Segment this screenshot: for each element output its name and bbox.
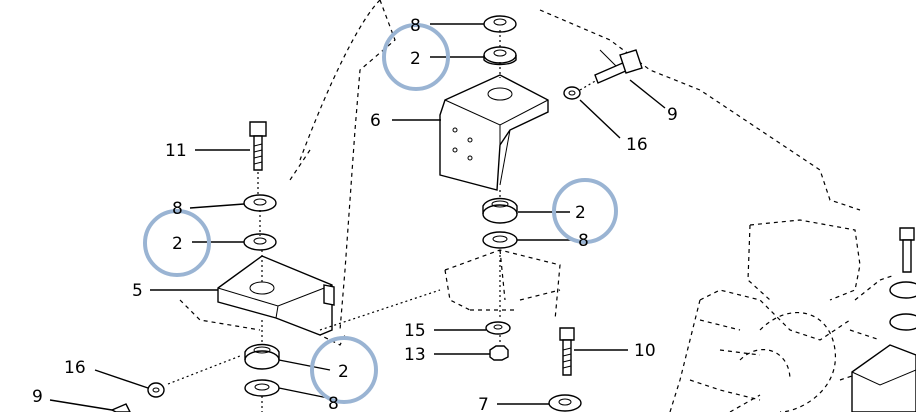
left-mount-2 xyxy=(243,233,277,251)
bolt-10 xyxy=(559,327,575,376)
callout-8: 8 xyxy=(578,231,589,251)
upper-mount-2 xyxy=(483,46,517,66)
callout-8: 8 xyxy=(410,16,421,36)
nut-13 xyxy=(489,345,509,361)
left-mount-lower-2 xyxy=(244,343,280,370)
bracket-5 xyxy=(217,255,335,336)
bracket-6 xyxy=(439,74,549,191)
bolt-9-left xyxy=(110,403,132,413)
callout-7: 7 xyxy=(478,395,489,412)
callout-10: 10 xyxy=(634,341,656,361)
callout-2: 2 xyxy=(575,203,586,223)
callout-9: 9 xyxy=(667,105,678,125)
lockwasher-16-left xyxy=(147,382,165,398)
upper-washer-8 xyxy=(483,15,517,33)
callout-9: 9 xyxy=(32,387,43,407)
callout-2: 2 xyxy=(172,234,183,254)
callout-2: 2 xyxy=(338,362,349,382)
highlight-circles xyxy=(143,23,618,404)
callout-13: 13 xyxy=(404,345,426,365)
callout-5: 5 xyxy=(132,281,143,301)
center-washer-8 xyxy=(482,231,518,249)
highlight-circle xyxy=(382,23,450,91)
lockwasher-16-right xyxy=(563,86,581,100)
washer-7 xyxy=(548,394,582,412)
center-lines xyxy=(167,30,598,412)
leader-lines xyxy=(49,23,666,411)
washer-15 xyxy=(485,321,511,335)
highlight-circle xyxy=(143,209,211,277)
highlight-circle xyxy=(552,178,618,244)
callout-labels: 8 2 6 16 9 11 8 2 5 2 8 15 13 10 16 9 2 … xyxy=(32,16,678,415)
bolt-9-right xyxy=(594,49,643,84)
right-edge-parts xyxy=(851,227,916,413)
left-washer-8 xyxy=(243,194,277,212)
highlight-circle xyxy=(310,336,378,404)
left-washer-lower-8 xyxy=(244,379,280,397)
callout-6: 6 xyxy=(370,111,381,131)
callout-8: 8 xyxy=(328,394,339,412)
callout-16: 16 xyxy=(626,135,648,155)
callout-8: 8 xyxy=(172,199,183,219)
callout-2: 2 xyxy=(410,49,421,69)
callout-15: 15 xyxy=(404,321,426,341)
bolt-11 xyxy=(249,121,267,171)
frame-outline xyxy=(179,0,901,413)
center-mount-2 xyxy=(482,197,518,224)
callout-16: 16 xyxy=(64,358,86,378)
callout-11: 11 xyxy=(165,141,187,161)
